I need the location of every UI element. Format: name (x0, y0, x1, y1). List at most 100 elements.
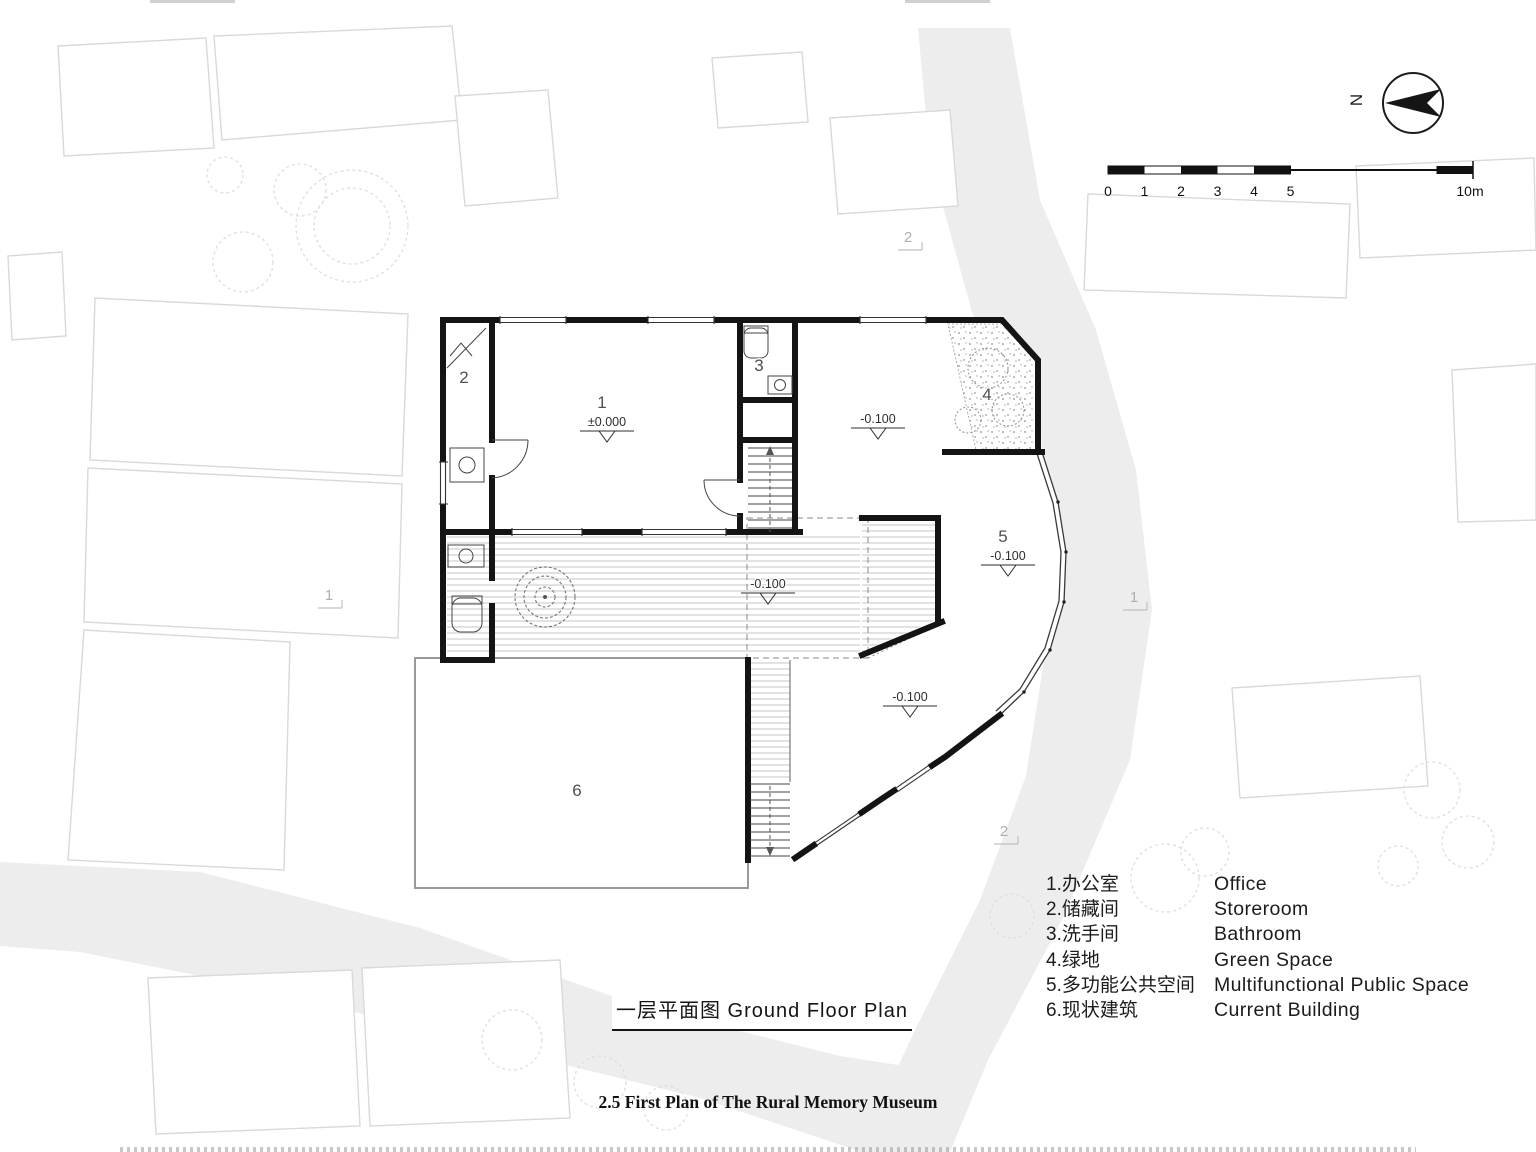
figure-caption: 2.5 First Plan of The Rural Memory Museu… (598, 1092, 938, 1112)
context-buildings (7, 25, 1536, 1135)
tree-icon (991, 393, 1025, 427)
glass-facade (995, 451, 1068, 716)
legend-item-en: Multifunctional Public Space (1214, 973, 1470, 996)
tree-icon (573, 1055, 627, 1109)
north-arrow-icon: N (1347, 72, 1444, 134)
stair-main (748, 446, 792, 532)
section-marker-left: 1 (318, 587, 343, 609)
elevation-marker-public: -0.100 (981, 548, 1035, 577)
svg-text:1: 1 (1130, 589, 1138, 606)
context-parcel (7, 251, 67, 341)
legend-item-zh: 1.办公室 (1046, 874, 1119, 895)
tree-icon (295, 169, 409, 283)
context-parcel (711, 51, 809, 129)
legend-item-en: Office (1214, 873, 1267, 895)
svg-text:2: 2 (1000, 823, 1008, 840)
room-label-4: 4 (982, 385, 991, 404)
context-parcel (1083, 193, 1351, 299)
road-east (858, 28, 1152, 1152)
courtyard-tree-icon (514, 566, 576, 628)
legend-item: 1.办公室 Office (1046, 872, 1469, 897)
svg-text:±0.000: ±0.000 (588, 415, 626, 429)
elevation-marker-terrace: -0.100 (883, 689, 937, 718)
tree-icon (313, 187, 391, 265)
room-label-6: 6 (572, 781, 581, 800)
context-parcel (213, 25, 463, 141)
tree-icon (1180, 827, 1230, 877)
scale-tick: 1 (1141, 183, 1149, 199)
room-label-2: 2 (459, 368, 468, 387)
svg-text:-0.100: -0.100 (892, 690, 927, 704)
section-marker-top: 2 (898, 229, 923, 251)
tree-icon (989, 893, 1035, 939)
context-parcel (57, 37, 215, 157)
tree-icon (1377, 845, 1419, 887)
tree-icon (967, 347, 1009, 389)
tree-icon (1403, 761, 1461, 819)
svg-text:2: 2 (904, 229, 912, 246)
legend-item-zh: 2.储藏间 (1046, 899, 1119, 921)
legend-item-en: Green Space (1214, 948, 1334, 971)
section-marker-bottom: 2 (994, 823, 1019, 845)
context-parcel (89, 297, 409, 477)
context-parcel (1451, 363, 1536, 523)
scale-tick: 4 (1250, 183, 1258, 199)
section-marker-right: 1 (1123, 589, 1148, 611)
plan-annotations: 1 2 3 4 5 6 ±0.000 -0.100 -0.100 -0.100 (318, 229, 1148, 845)
existing-building-outline (414, 657, 749, 889)
room-label-5: 5 (998, 527, 1007, 546)
context-parcel (454, 89, 559, 207)
tree-icon (1441, 815, 1495, 869)
legend-item: 3.洗手间 Bathroom (1046, 922, 1469, 947)
tree-icon (273, 163, 327, 217)
legend-item: 4.绿地 Green Space (1046, 948, 1469, 973)
scale-tick: 5 (1287, 183, 1295, 199)
green-space (947, 323, 1039, 451)
context-trees (206, 156, 1495, 1131)
cropped-edge-mark (150, 0, 235, 3)
stair-entry (750, 783, 790, 857)
doors (446, 327, 741, 517)
tree-icon (481, 1009, 543, 1071)
legend-item-zh: 6.现状建筑 (1046, 1000, 1138, 1022)
context-parcel (361, 959, 571, 1127)
room-label-1: 1 (597, 393, 606, 412)
legend: 1.办公室 Office 2.储藏间 Storeroom 3.洗手间 Bathr… (1046, 872, 1469, 1023)
tree-icon (212, 231, 274, 293)
tree-icon (643, 1085, 689, 1131)
legend-item: 2.储藏间 Storeroom (1046, 897, 1469, 922)
context-parcel (83, 467, 403, 639)
legend-item: 6.现状建筑 Current Building (1046, 998, 1469, 1023)
room-label-3: 3 (754, 356, 763, 375)
legend-item-en: Storeroom (1214, 898, 1309, 921)
context-parcel (67, 629, 291, 871)
legend-item-zh: 4.绿地 (1046, 949, 1100, 971)
context-parcel (1355, 157, 1536, 259)
fixtures (447, 325, 793, 633)
elevation-marker-entry: -0.100 (851, 411, 905, 440)
windows (438, 315, 932, 847)
scale-tick: 0 (1104, 183, 1112, 199)
drawing-title: 一层平面图 Ground Floor Plan (612, 994, 912, 1031)
tree-icon (954, 406, 982, 434)
svg-text:-0.100: -0.100 (750, 577, 785, 591)
elevation-marker-courtyard: -0.100 (741, 576, 795, 605)
courtyard-paving (447, 524, 936, 782)
svg-text:-0.100: -0.100 (860, 412, 895, 426)
legend-item: 5.多功能公共空间 Multifunctional Public Space (1046, 973, 1469, 998)
scale-tick: 2 (1177, 183, 1185, 199)
context-parcel (829, 109, 959, 215)
scale-bar: 0 1 2 3 4 5 10m (1104, 161, 1484, 199)
context-parcel (147, 969, 361, 1135)
scale-tick: 3 (1214, 183, 1222, 199)
legend-item-zh: 5.多功能公共空间 (1046, 974, 1195, 996)
scale-end-label: 10m (1456, 183, 1483, 199)
tree-icon (206, 156, 244, 194)
legend-item-en: Current Building (1214, 999, 1361, 1022)
svg-text:-0.100: -0.100 (990, 549, 1025, 563)
cropped-edge-mark (905, 0, 990, 3)
tree-icon (1130, 843, 1200, 913)
svg-text:1: 1 (325, 587, 333, 604)
